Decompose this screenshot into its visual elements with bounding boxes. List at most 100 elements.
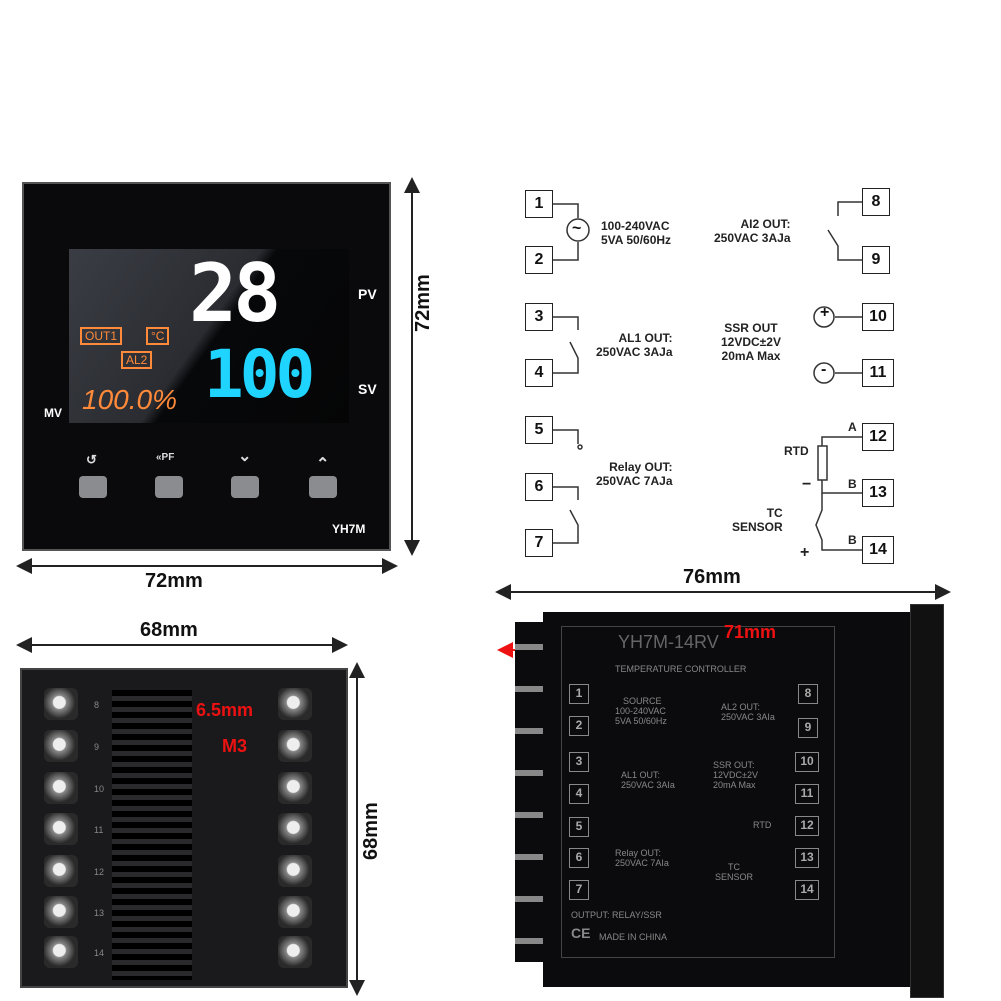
return-key-icon: ↺	[86, 452, 97, 467]
side-title: TEMPERATURE CONTROLLER	[615, 664, 747, 674]
side-made-in: MADE IN CHINA	[599, 932, 668, 942]
back-width-dim: 68mm	[140, 619, 198, 641]
screw-terminal	[278, 730, 312, 762]
side-terminal-3: 3	[569, 752, 589, 772]
side-rtd-label: RTD	[753, 820, 772, 830]
sv-label: SV	[358, 381, 377, 397]
terminal-13: 13	[862, 479, 894, 507]
side-terminal-4: 4	[569, 784, 589, 804]
side-output-label: OUTPUT: RELAY/SSR	[571, 910, 662, 920]
side-source-spec: 100-240VAC 5VA 50/60Hz	[615, 706, 667, 726]
terminal-7: 7	[525, 529, 553, 557]
screw-terminal	[278, 896, 312, 928]
mv-readout: 100.0%	[82, 384, 177, 415]
front-panel: 28 100 PV SV MV OUT1 °C AL2 100.0% ↺ «PF…	[22, 182, 391, 551]
screw-terminal	[278, 688, 312, 720]
screw-terminal	[278, 855, 312, 887]
lcd-display	[69, 249, 349, 423]
terminal-9: 9	[862, 246, 890, 274]
body-depth-dim: 71mm	[724, 622, 777, 642]
screw-terminal	[44, 936, 78, 968]
row-number: 9	[94, 742, 100, 752]
side-faceplate	[910, 604, 944, 998]
row-number: 10	[94, 784, 105, 794]
ce-mark: CE	[571, 925, 591, 941]
row-number: 13	[94, 908, 105, 918]
screw-terminal	[278, 936, 312, 968]
screw-terminal	[278, 772, 312, 804]
pf-key[interactable]	[155, 476, 183, 498]
terminal-14: 14	[862, 536, 894, 564]
terminal-11: 11	[862, 359, 894, 387]
side-source-label: SOURCE	[623, 696, 662, 706]
side-terminal-10: 10	[795, 752, 819, 772]
down-key[interactable]	[231, 476, 259, 498]
side-label-plate	[561, 626, 835, 958]
front-width-dim: 72mm	[145, 570, 203, 592]
side-terminal-screws	[515, 622, 545, 962]
pf-key-icon: «PF	[156, 452, 175, 463]
side-terminal-1: 1	[569, 684, 589, 704]
screw-size-label: M3	[222, 736, 248, 756]
ssr-spec: SSR OUT 12VDC±2V 20mA Max	[721, 321, 781, 363]
screw-terminal	[44, 730, 78, 762]
side-terminal-8: 8	[798, 684, 818, 704]
terminal-5: 5	[525, 416, 553, 444]
screw-terminal	[278, 813, 312, 845]
screw-pitch-label: 6.5mm	[196, 700, 254, 720]
al2-indicator: AL2	[121, 351, 153, 369]
side-terminal-7: 7	[569, 880, 589, 900]
terminal-b-label: B	[848, 533, 857, 547]
row-number: 8	[94, 700, 100, 710]
terminal-b-label: B	[848, 477, 857, 491]
side-terminal-11: 11	[795, 784, 819, 804]
return-key[interactable]	[79, 476, 107, 498]
screw-terminal	[44, 688, 78, 720]
model-label: YH7M	[332, 522, 366, 536]
source-spec: 100-240VAC 5VA 50/60Hz	[601, 219, 672, 247]
minus-terminal-icon: -	[821, 361, 827, 378]
terminal-2: 2	[525, 246, 553, 274]
al2-spec: AI2 OUT: 250VAC 3AJa	[714, 217, 791, 245]
terminal-block-back: 8 9 10 11 12 13 14 6.5mm M3	[20, 668, 348, 988]
terminal-6: 6	[525, 473, 553, 501]
rtd-label: RTD	[784, 444, 809, 458]
side-ssr-spec: SSR OUT: 12VDC±2V 20mA Max	[713, 760, 758, 790]
screw-terminal	[44, 855, 78, 887]
out1-indicator: OUT1	[80, 327, 123, 345]
terminal-8: 8	[862, 188, 890, 216]
side-terminal-9: 9	[798, 718, 818, 738]
wiring-lines	[552, 201, 862, 551]
pv-label: PV	[358, 286, 377, 302]
side-terminal-2: 2	[569, 716, 589, 736]
terminal-4: 4	[525, 359, 553, 387]
row-number: 14	[94, 948, 105, 958]
side-housing: YH7M-14RV TEMPERATURE CONTROLLER 1 2 3 4…	[543, 612, 913, 987]
up-key[interactable]	[309, 476, 337, 498]
tc-minus-label: −	[802, 476, 812, 493]
al1-spec: AL1 OUT: 250VAC 3AJa	[596, 331, 673, 359]
screw-terminal	[44, 772, 78, 804]
side-terminal-13: 13	[795, 848, 819, 868]
tc-plus-label: +	[800, 544, 810, 561]
side-terminal-12: 12	[795, 816, 819, 836]
up-key-icon: ⌃	[316, 456, 330, 473]
row-number: 11	[94, 825, 104, 835]
row-number: 12	[94, 867, 105, 877]
relay-spec: Relay OUT: 250VAC 7AJa	[596, 460, 673, 488]
terminal-12: 12	[862, 423, 894, 451]
sv-readout: 100	[204, 336, 315, 413]
side-tc-label: TC SENSOR	[715, 862, 754, 882]
side-relay-spec: Relay OUT: 250VAC 7AIa	[615, 848, 669, 868]
side-al2-spec: AL2 OUT: 250VAC 3AIa	[721, 702, 775, 722]
screw-terminal	[44, 813, 78, 845]
side-model: YH7M-14RV	[618, 632, 719, 652]
terminal-a-label: A	[848, 420, 857, 434]
mv-label: MV	[44, 406, 62, 420]
terminal-3: 3	[525, 303, 553, 331]
side-terminal-5: 5	[569, 817, 589, 837]
vent-grille	[112, 690, 192, 980]
terminal-1: 1	[525, 190, 553, 218]
depth-dim: 76mm	[683, 566, 741, 588]
screw-terminal	[44, 896, 78, 928]
